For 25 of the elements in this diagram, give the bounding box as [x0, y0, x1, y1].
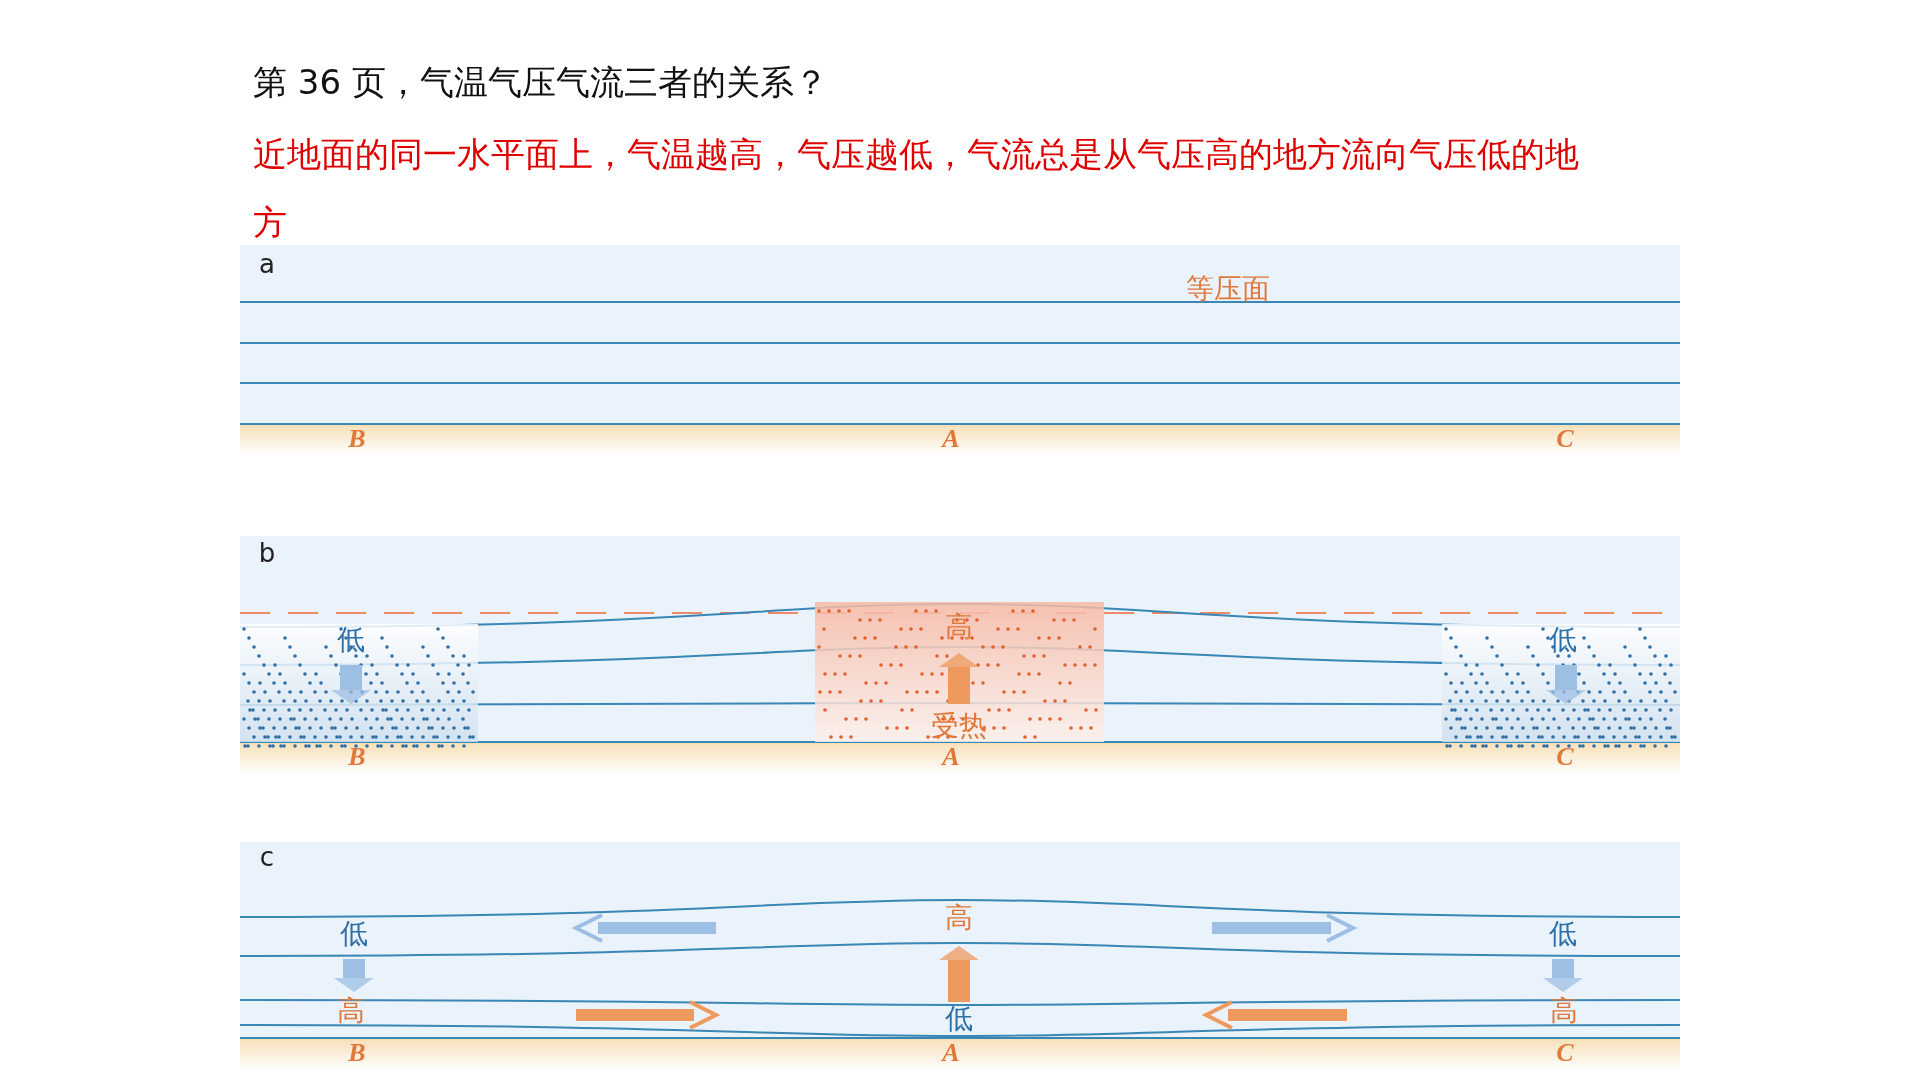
- panel-letter: b: [258, 540, 276, 566]
- pressure-label: 低: [1549, 626, 1577, 654]
- pressure-label: 低: [337, 626, 365, 654]
- location-label: B: [348, 744, 366, 770]
- location-label: A: [942, 1040, 960, 1066]
- location-label: C: [1556, 426, 1574, 452]
- pressure-label: 高: [945, 613, 973, 641]
- location-label: C: [1556, 744, 1574, 770]
- location-label: B: [348, 1040, 366, 1066]
- location-label: C: [1556, 1040, 1574, 1066]
- pressure-label: 低: [1549, 920, 1577, 948]
- heating-label: 受热: [931, 712, 987, 740]
- panel-letter: a: [259, 251, 275, 277]
- pressure-label: 高: [945, 904, 973, 932]
- isobar-label: 等压面: [1186, 275, 1270, 303]
- pressure-label: 高: [1550, 997, 1578, 1025]
- location-label: A: [942, 744, 960, 770]
- note-text: 近地面的同一水平面上，气温越高，气压越低，气流总是从气压高的地方流向气压低的地方: [253, 133, 1580, 244]
- pressure-label: 低: [340, 920, 368, 948]
- pressure-label: 高: [337, 997, 365, 1025]
- location-label: B: [348, 426, 366, 452]
- panel-letter: c: [259, 844, 275, 870]
- pressure-label: 低: [945, 1005, 973, 1033]
- title: 第 36 页，气温气压气流三者的关系？: [253, 61, 828, 104]
- location-label: A: [942, 426, 960, 452]
